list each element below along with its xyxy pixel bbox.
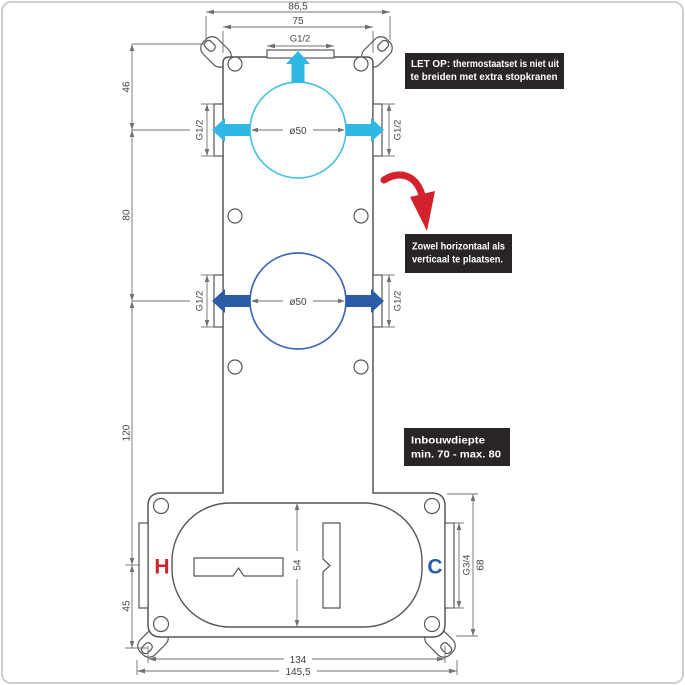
flow-arrow-left-top-icon [212,118,250,142]
placement-line1: Zowel horizontaal als [412,242,505,253]
diameter-dimension-top: ø50 [251,124,345,137]
dim-45-label: 45 [122,600,133,612]
hot-key-slot [193,557,284,577]
warning-prefix: LET OP: [411,59,450,70]
cold-water-label: C [427,556,442,579]
diameter-label-bottom: ø50 [289,297,307,308]
port-label-row2-left: G1/2 [195,291,206,312]
depth-note: Inbouwdiepte min. 70 - max. 80 [404,428,510,466]
dimension-base-width-inner: 134 [147,646,446,666]
port-dim-row2-right: G1/2 [382,274,404,328]
dim-134-label: 134 [290,655,307,666]
diameter-dimension-bottom: ø50 [251,295,345,308]
dimension-stadium-height: 54 [290,503,304,627]
body-width-label: 75 [292,16,304,27]
depth-title: Inbouwdiepte [411,436,485,447]
dimension-top-port: G1/2 [267,34,334,49]
screw-holes [152,56,441,633]
port-label-row1-right: G1/2 [393,120,404,141]
port-label-row1-left: G1/2 [195,120,206,141]
red-curved-arrow-icon [380,171,435,231]
top-port-label: G1/2 [290,34,311,45]
warning-note-box [405,53,564,89]
dim-120-label: 120 [122,424,133,441]
flow-arrow-right-top-icon [346,118,384,142]
cold-key-slot [322,522,341,609]
port-dim-row1-left: G1/2 [195,103,214,157]
diameter-label-top: ø50 [289,126,307,137]
overall-width-label: 86,5 [288,2,308,13]
flow-arrow-left-bottom-icon [212,289,250,313]
warning-line1: thermostaatset is niet uit [453,59,560,70]
dimension-base-height: 68 [447,493,487,637]
depth-value: min. 70 - max. 80 [411,450,501,461]
dim-68-label: 68 [476,559,487,571]
dim-54-label: 54 [293,559,304,571]
dim-80-label: 80 [122,209,133,221]
dimension-body-width: 75 [222,16,374,53]
placement-note: Zowel horizontaal als verticaal te plaat… [405,234,512,273]
dim-1455-label: 145,5 [285,667,310,678]
dim-46-label: 46 [122,81,133,93]
placement-line2: verticaal te plaatsen. [412,255,503,266]
dimension-cold-port: G3/4 [448,522,473,609]
warning-line2: te breiden met extra stopkranen [411,72,558,83]
warning-note: LET OP: thermostaatset is niet uit te br… [405,53,564,89]
depth-note-box [404,428,510,466]
port-label-row2-right: G1/2 [393,291,404,312]
hot-water-label: H [154,556,169,579]
dimension-base-width-outer: 145,5 [136,660,458,678]
port-dim-row2-left: G1/2 [195,274,214,328]
valve-body-outline [147,56,446,638]
cold-port-label: G3/4 [462,555,473,576]
flow-arrow-right-bottom-icon [346,289,384,313]
flow-arrow-up-icon [286,51,310,83]
port-dim-row1-right: G1/2 [382,103,404,157]
dimension-overall-width: 86,5 [205,2,391,40]
dimension-chain-left: 46 80 120 45 [122,43,205,649]
placement-note-box [405,234,512,273]
